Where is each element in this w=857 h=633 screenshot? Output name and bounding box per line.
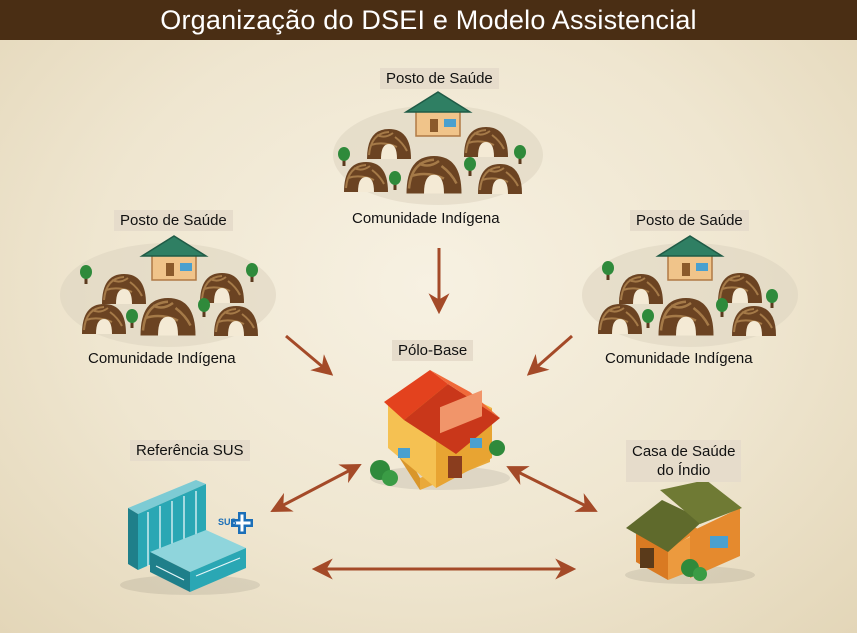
sus-logo-text: SUS: [218, 517, 237, 527]
label-posto-saude-top: Posto de Saúde: [380, 68, 499, 89]
health-post-right: [657, 235, 723, 281]
sus-cross-icon: [231, 512, 253, 534]
polo-base-building: [370, 370, 510, 490]
page-title: Organização do DSEI e Modelo Assistencia…: [0, 0, 857, 40]
label-referencia-sus: Referência SUS: [130, 440, 250, 461]
label-polo-base: Pólo-Base: [392, 340, 474, 361]
casa-saude-building: [625, 480, 755, 584]
arrow-polo-referencia: [270, 464, 362, 512]
label-comunidade-right: Comunidade Indígena: [605, 350, 753, 367]
community-left: [60, 235, 276, 347]
community-right: [582, 235, 798, 347]
label-casa-saude: Casa de Saúde do Índio: [626, 440, 742, 482]
health-post-top: [405, 91, 471, 137]
label-posto-saude-left: Posto de Saúde: [114, 210, 233, 231]
arrow-polo-casa: [506, 466, 598, 512]
label-posto-saude-right: Posto de Saúde: [630, 210, 749, 231]
label-casa-saude-line1: Casa de Saúde: [632, 443, 736, 460]
health-post-left: [141, 235, 207, 281]
arrow-left-to-polo: [285, 334, 334, 376]
arrow-right-to-polo: [526, 334, 573, 376]
label-comunidade-top: Comunidade Indígena: [352, 210, 500, 227]
label-comunidade-left: Comunidade Indígena: [88, 350, 236, 367]
label-casa-saude-line2: do Índio: [657, 462, 711, 479]
hospital-building: [120, 480, 260, 595]
community-top: [333, 91, 543, 205]
